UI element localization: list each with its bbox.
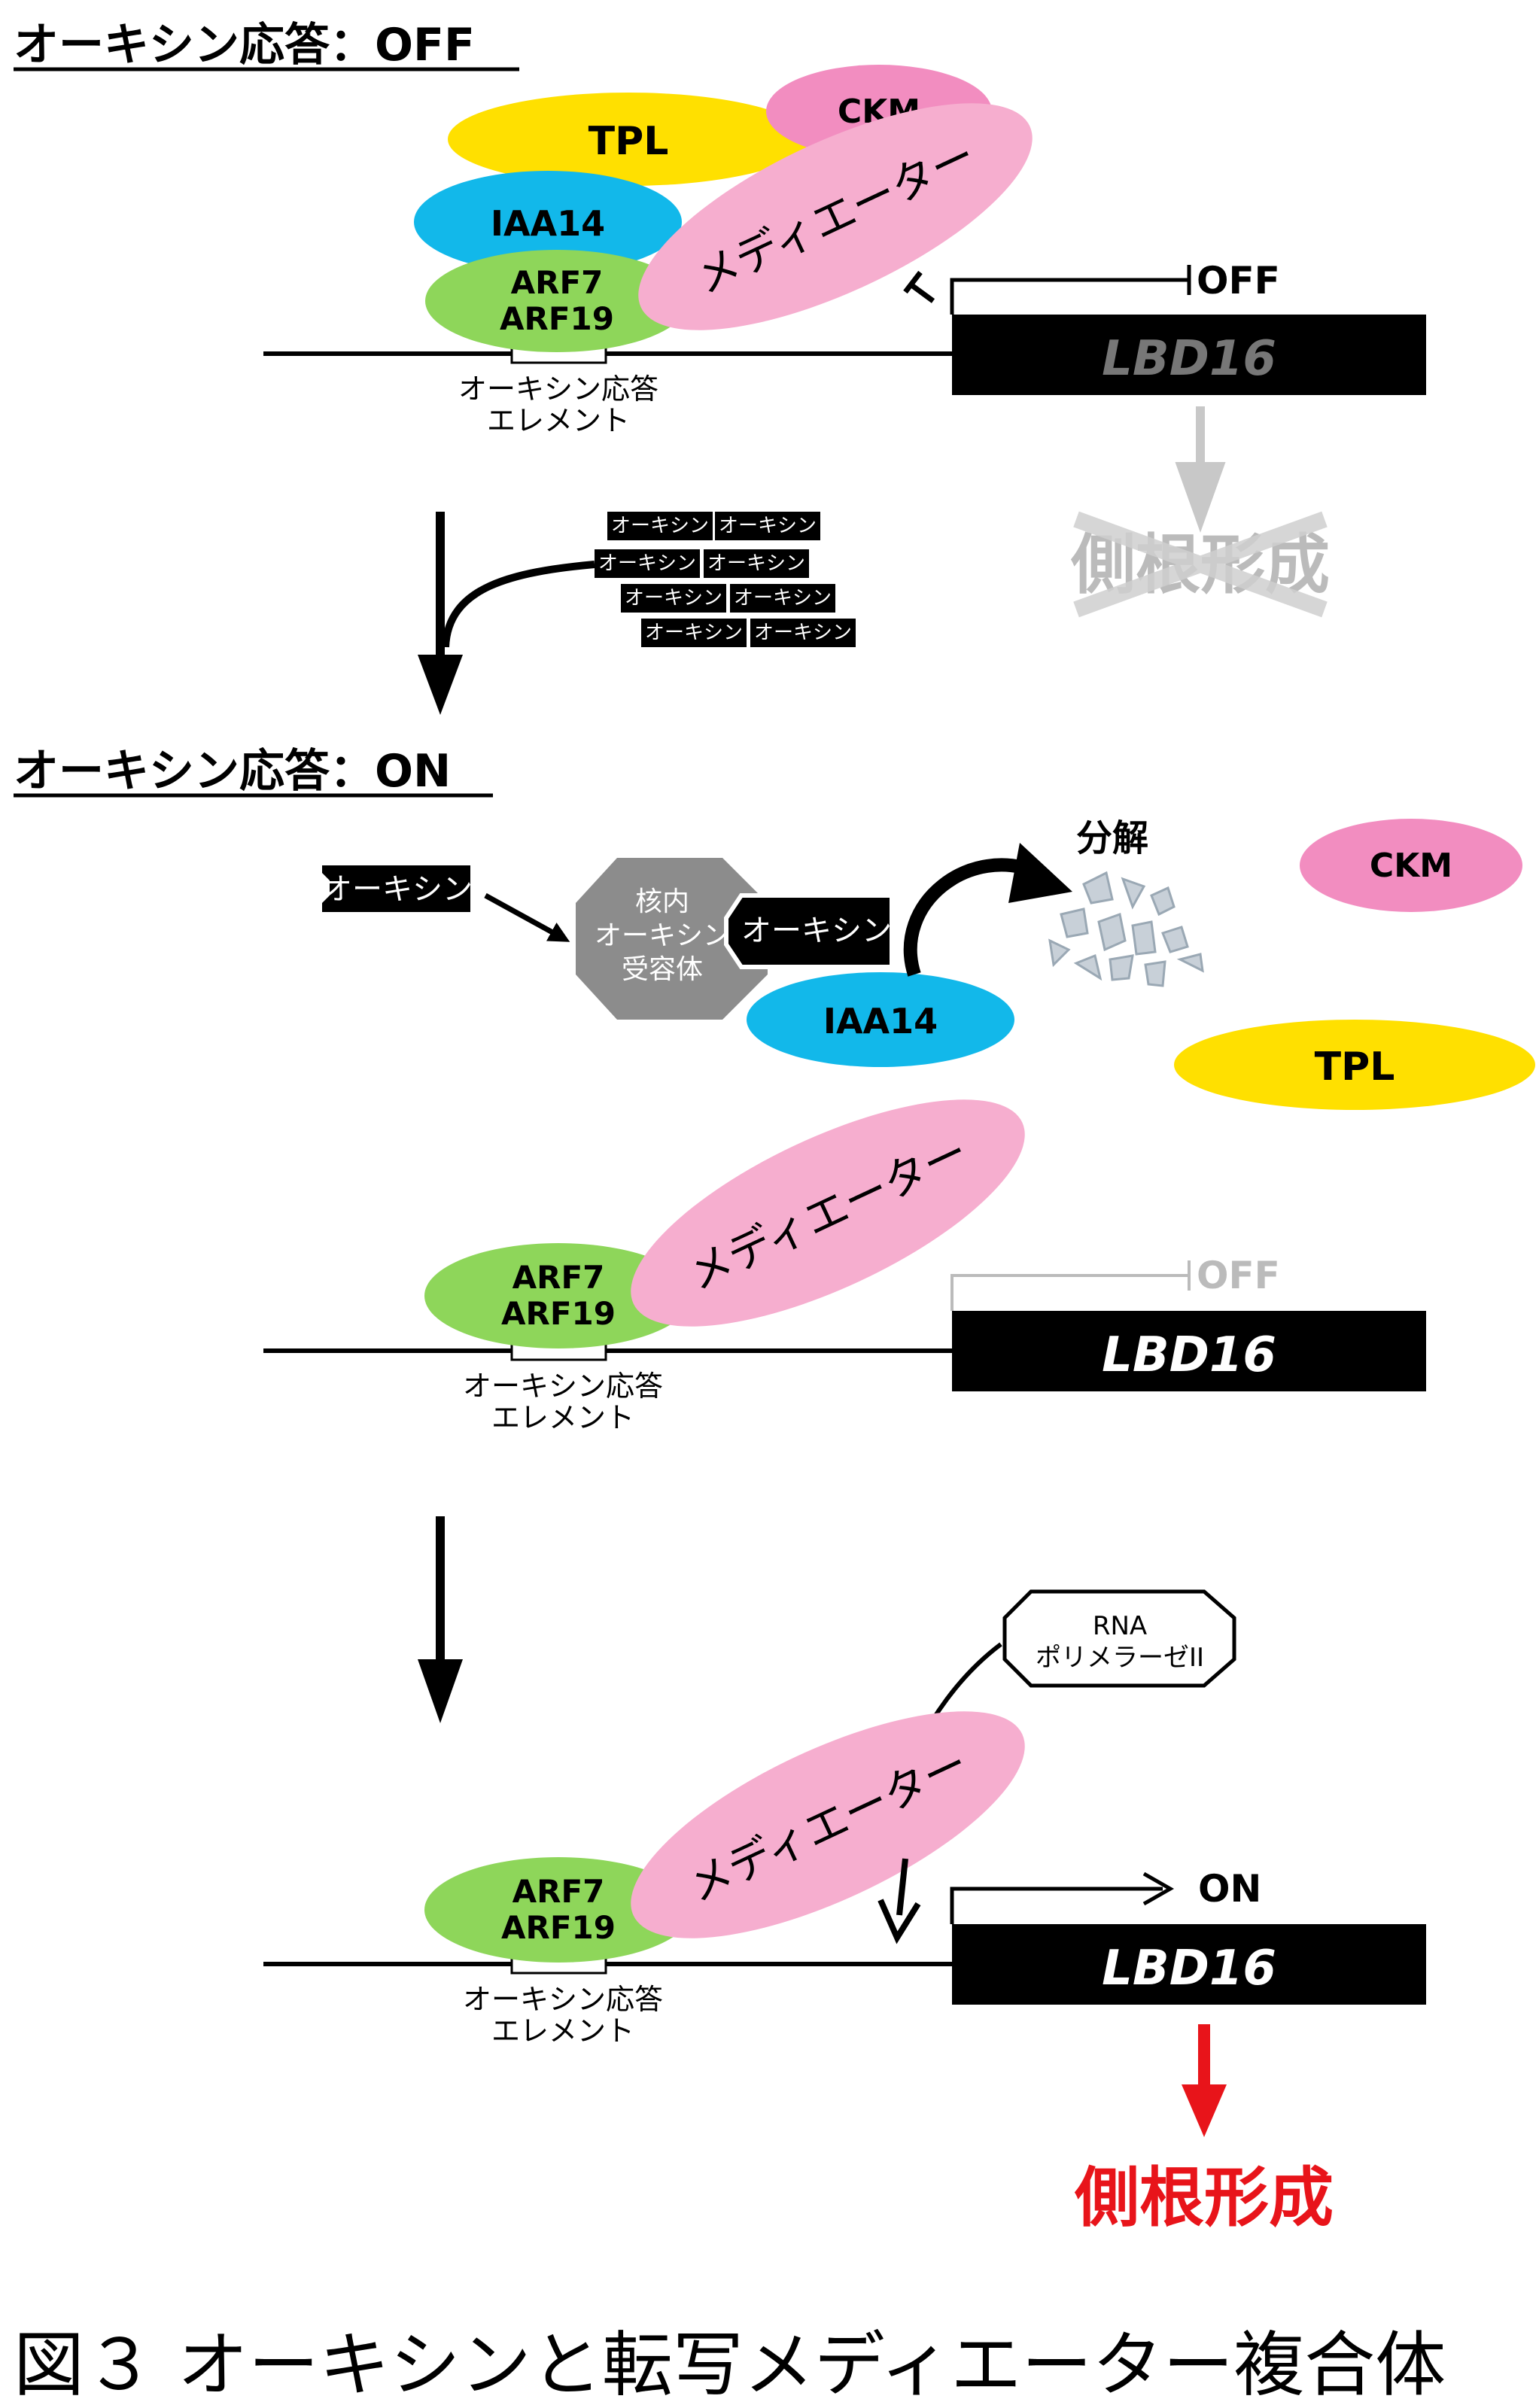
mediator-protein-1: [638, 103, 1033, 330]
ckm-protein-2: [1300, 819, 1522, 912]
auxin-input-curve: [442, 561, 595, 648]
activation-arrow-head: [877, 1899, 921, 1944]
figure-caption: 図３ オーキシンと転写メディエーター複合体: [14, 2324, 1446, 2406]
repression-mark-1: [903, 270, 935, 303]
arf-protein-1: [425, 250, 689, 352]
promoter-off-label-2: OFF: [1197, 1254, 1280, 1297]
arf-protein-2: [424, 1243, 692, 1348]
degradation-arrow-head: [1008, 843, 1072, 903]
arf7-label-1: ARF7: [511, 264, 604, 301]
degradation-label: 分解: [1076, 817, 1148, 859]
arf19-label-1: ARF19: [500, 300, 614, 337]
promoter-on-label: ON: [1198, 1867, 1261, 1911]
nuclear-receptor: [576, 858, 768, 1020]
rna-pol-label-2: ポリメラーゼII: [1036, 1643, 1204, 1673]
auxin-tag: [730, 584, 835, 613]
arf19-label-3: ARF19: [501, 1909, 616, 1946]
auxin-tag: [595, 549, 700, 578]
receptor-label-3: 受容体: [622, 954, 703, 985]
gene-box-3: [952, 1924, 1426, 2005]
response-element-label-1a: オーキシン応答: [458, 372, 658, 406]
auxin-to-receptor-arrow: [484, 892, 570, 942]
transition-arrow-2-head: [418, 1659, 463, 1723]
response-element-label-1b: エレメント: [487, 404, 630, 437]
outcome-label-on: 側根形成: [1074, 2160, 1334, 2236]
receptor-label-2: オーキシン: [595, 920, 730, 951]
gene-label-1: LBD16: [1102, 331, 1276, 387]
gene-box-1: [952, 315, 1426, 395]
auxin-tag-label: オーキシン: [611, 515, 709, 537]
iaa14-protein-1: [414, 171, 682, 273]
cross-mark: [1073, 511, 1328, 618]
outcome-arrow-head: [1182, 2084, 1227, 2137]
arf19-label-2: ARF19: [501, 1295, 616, 1332]
response-element-label-2a: オーキシン応答: [463, 1370, 663, 1403]
arf-protein-3: [424, 1857, 692, 1963]
auxin-tag-label: オーキシン: [598, 552, 696, 575]
promoter-arrow-on-head: [1142, 1871, 1175, 1906]
tpl-label-1: TPL: [589, 119, 669, 164]
response-element-label-2b: エレメント: [491, 1401, 634, 1434]
auxin-tag: [704, 549, 809, 578]
auxin-tag-group: オーキシン オーキシン オーキシン オーキシン オーキシン オーキシン オーキシ…: [595, 512, 856, 647]
iaa14-label-2: IAA14: [823, 1001, 938, 1041]
promoter-arrow-off-1: [950, 265, 1191, 315]
gene-label-3: LBD16: [1102, 1941, 1276, 1996]
arf7-label-3: ARF7: [512, 1873, 605, 1910]
promoter-arrow-on: [950, 1887, 1163, 1924]
auxin-tag: [641, 619, 747, 647]
auxin-bound-tag-label: オーキシン: [741, 914, 892, 948]
auxin-tag-label: オーキシン: [625, 587, 722, 610]
heading-on: オーキシン応答：ON: [14, 745, 451, 798]
degradation-arrow: [903, 858, 1042, 977]
response-element-label-3b: エレメント: [491, 2014, 634, 2048]
degraded-fragments: [1048, 871, 1204, 987]
auxin-tag: [621, 584, 726, 613]
gene-label-2: LBD16: [1102, 1327, 1276, 1383]
iaa14-label-1: IAA14: [491, 203, 605, 244]
iaa14-protein-2: [747, 972, 1014, 1067]
tpl-protein-2: [1174, 1020, 1535, 1110]
response-element-label-3a: オーキシン応答: [463, 1983, 663, 2016]
rna-polymerase: [1002, 1589, 1236, 1688]
ckm-label-2: CKM: [1370, 847, 1452, 885]
auxin-tag-label: オーキシン: [707, 552, 805, 575]
gene-box-2: [952, 1311, 1426, 1391]
mediator-protein-2: [631, 1099, 1025, 1327]
auxin-tag: [607, 512, 713, 540]
promoter-off-label-1: OFF: [1197, 259, 1280, 303]
receptor-label-1: 核内: [635, 886, 689, 917]
transition-arrow-1-head: [418, 655, 463, 715]
rna-pol-label-1: RNA: [1093, 1611, 1147, 1641]
auxin-free-tag-label: オーキシン: [322, 872, 473, 907]
auxin-tag-label: オーキシン: [734, 587, 832, 610]
tpl-label-2: TPL: [1315, 1044, 1395, 1090]
auxin-free-tag: [322, 865, 470, 912]
auxin-tag: [715, 512, 820, 540]
mediator-protein-3: [631, 1711, 1025, 1938]
auxin-tag-label: オーキシン: [719, 515, 817, 537]
promoter-arrow-off-2: [950, 1260, 1191, 1311]
auxin-tag-label: オーキシン: [645, 622, 743, 644]
auxin-tag-label: オーキシン: [754, 622, 852, 644]
auxin-tag: [750, 619, 856, 647]
tpl-protein-1: [448, 93, 809, 186]
arf7-label-2: ARF7: [512, 1259, 605, 1296]
blocked-arrow: [1175, 406, 1226, 533]
heading-off: オーキシン応答：OFF: [14, 19, 475, 71]
activation-arrow: [896, 1858, 908, 1916]
auxin-bound-tag: [724, 893, 894, 969]
